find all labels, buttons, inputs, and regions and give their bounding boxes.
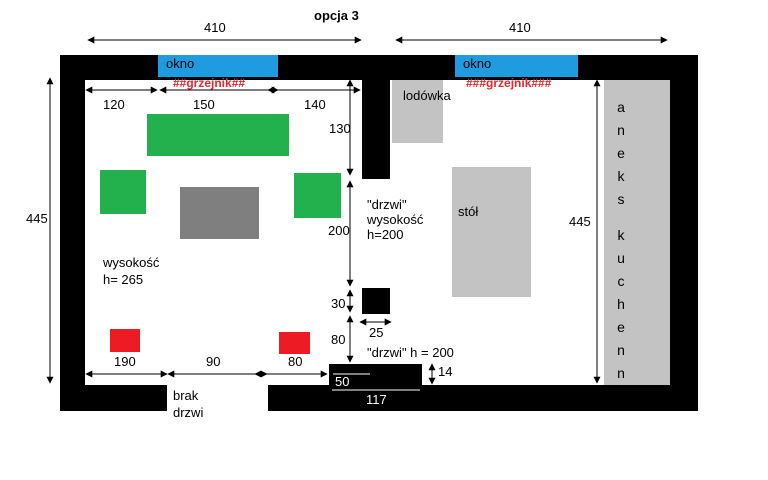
dining-table-label: stół bbox=[458, 204, 479, 219]
fridge bbox=[392, 80, 443, 143]
kitchen-letter: y bbox=[617, 388, 625, 404]
dim-130-label: 130 bbox=[329, 121, 351, 136]
dim-200-label: 200 bbox=[328, 223, 350, 238]
dim-117-label: 117 bbox=[366, 392, 387, 407]
fridge-label: lodówka bbox=[403, 88, 451, 103]
wall-left bbox=[60, 55, 85, 411]
dim-top-right-label: 410 bbox=[509, 20, 531, 35]
kitchenette bbox=[604, 80, 670, 385]
kitchen-letter: k bbox=[617, 227, 625, 243]
dim-seg-190-label: 190 bbox=[114, 354, 136, 369]
dim-seg-90-label: 90 bbox=[206, 354, 221, 369]
coffee-table bbox=[180, 187, 259, 239]
dim-14-label: 14 bbox=[438, 364, 453, 379]
door-label-line3: h=200 bbox=[367, 227, 404, 242]
kitchen-letter: e bbox=[617, 145, 625, 161]
green-armchair-right bbox=[294, 173, 341, 218]
kitchen-letter: s bbox=[617, 191, 625, 207]
kitchen-letter: n bbox=[617, 342, 625, 358]
door2-label: "drzwi" h = 200 bbox=[367, 345, 454, 360]
red-block-right bbox=[279, 332, 310, 354]
kitchen-letter: n bbox=[617, 122, 625, 138]
wall-bottom-left bbox=[60, 385, 167, 411]
dim-left-height-label: 445 bbox=[26, 211, 48, 226]
dim-seg-140-label: 140 bbox=[304, 97, 326, 112]
kitchen-letter: n bbox=[617, 365, 625, 381]
room-height-label: wysokość h= 265 bbox=[103, 255, 159, 287]
missing-door-label: brak drzwi bbox=[173, 387, 203, 421]
dim-30-label: 30 bbox=[331, 296, 346, 311]
dim-seg-120-label: 120 bbox=[103, 97, 125, 112]
kitchen-letter: k bbox=[617, 168, 625, 184]
green-armchair-left bbox=[100, 170, 146, 214]
dim-seg-80-label: 80 bbox=[288, 354, 303, 369]
kitchen-letter: h bbox=[617, 296, 625, 312]
missing-door-line2: drzwi bbox=[173, 405, 204, 420]
room-height-line2: h= 265 bbox=[103, 272, 144, 287]
kitchen-letter: e bbox=[617, 319, 625, 335]
kitchen-letter: a bbox=[617, 99, 625, 115]
window-left-label: okno bbox=[166, 56, 195, 71]
missing-door-line1: brak bbox=[173, 388, 199, 403]
door-label: "drzwi" wysokość h=200 bbox=[367, 197, 423, 242]
wall-middle-upper bbox=[362, 55, 390, 179]
green-sofa bbox=[147, 114, 289, 156]
dim-80-label: 80 bbox=[331, 332, 346, 347]
dim-top-left-label: 410 bbox=[204, 20, 226, 35]
dim-50-label: 50 bbox=[335, 374, 350, 389]
door-label-line2: wysokość bbox=[367, 212, 424, 227]
dim-right-height-label: 445 bbox=[569, 214, 591, 229]
wall-middle-block bbox=[362, 288, 390, 314]
dining-table bbox=[452, 167, 531, 297]
wall-right bbox=[670, 55, 698, 411]
kitchenette-label: a n e k s k u c h e n n y bbox=[614, 96, 628, 408]
door-label-line1: "drzwi" bbox=[367, 197, 407, 212]
door-threshold bbox=[329, 364, 422, 394]
kitchen-letter: u bbox=[617, 250, 625, 266]
dim-25-label: 25 bbox=[369, 325, 384, 340]
radiator-right-label: ###grzejnik### bbox=[466, 76, 552, 90]
dim-seg-150-label: 150 bbox=[193, 97, 215, 112]
kitchen-letter: c bbox=[617, 273, 625, 289]
window-left: okno bbox=[158, 55, 278, 77]
red-block-left bbox=[110, 329, 140, 352]
room-height-line1: wysokość bbox=[103, 255, 160, 270]
window-right: okno bbox=[455, 55, 578, 77]
plan-title: opcja 3 bbox=[314, 8, 359, 23]
window-right-label: okno bbox=[463, 56, 492, 71]
